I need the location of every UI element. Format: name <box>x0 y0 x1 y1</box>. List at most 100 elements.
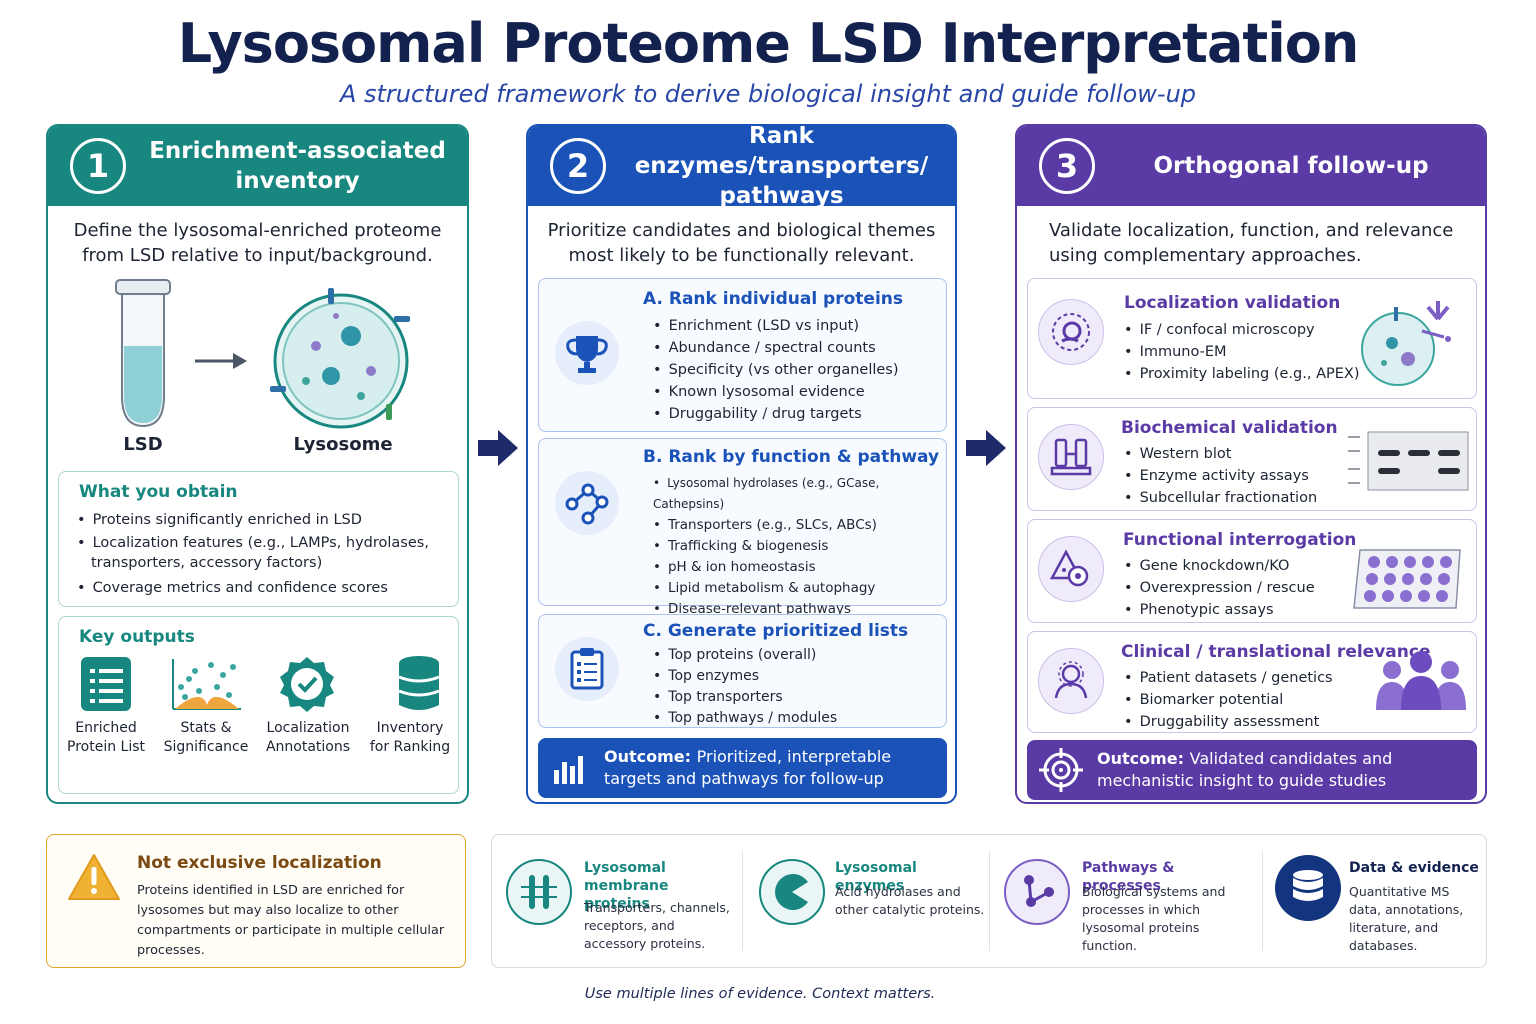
list-item: Lysosomal hydrolases (e.g., GCase, Cathe… <box>653 473 946 515</box>
list-item: pH & ion homeostasis <box>653 557 946 578</box>
lysosome-icon <box>270 288 410 429</box>
key-outputs-box: Key outputs Enriched Protein List Stats … <box>58 616 459 794</box>
panel-intro: Prioritize candidates and biological the… <box>547 220 936 266</box>
network-icon <box>555 471 619 535</box>
box-title: Functional interrogation <box>1123 530 1357 550</box>
panel-rank: 2 Rank enzymes/transporters/ pathways Pr… <box>526 124 957 804</box>
panel-intro: Validate localization, function, and rel… <box>1049 220 1454 266</box>
antibody-cell-icon <box>1361 301 1451 386</box>
list-item: Transporters (e.g., SLCs, ABCs) <box>653 515 946 536</box>
panel-orthogonal-follow-up: 3 Orthogonal follow-up Validate localiza… <box>1015 124 1487 804</box>
legend-title: Lysosomal membrane proteins <box>584 860 669 912</box>
box-title: Biochemical validation <box>1121 418 1338 438</box>
list-item: Biomarker potential <box>1124 689 1333 711</box>
box-title: B. Rank by function & pathway <box>643 447 940 467</box>
output-label-enriched-protein-list: Enriched Protein List <box>67 720 145 755</box>
list-item: Proteins significantly enriched in LSD <box>77 510 447 530</box>
panel-title: Rank enzymes/transporters/ pathways <box>634 124 929 209</box>
legend-text: Biological systems and processes in whic… <box>1082 884 1226 953</box>
well-plate-icon <box>1353 549 1461 609</box>
database-icon <box>1275 855 1341 921</box>
legend-item-enzymes: Lysosomal enzymes Acid hydrolases and ot… <box>743 835 989 967</box>
output-label-stats: Stats & Significance <box>163 720 249 755</box>
rank-function-list: Lysosomal hydrolases (e.g., GCase, Cathe… <box>653 473 946 620</box>
outcome-text: Outcome: Validated candidates and mechan… <box>1097 749 1393 790</box>
list-item: Localization features (e.g., LAMPs, hydr… <box>77 533 447 573</box>
trophy-icon <box>555 321 619 385</box>
target-icon <box>1039 748 1083 792</box>
badge-check-icon <box>280 657 334 712</box>
volcano-plot-icon <box>172 659 241 710</box>
outcome-banner: Outcome: Prioritized, interpretable targ… <box>538 738 947 798</box>
panel-title: Orthogonal follow-up <box>1153 153 1429 179</box>
label-lsd: LSD <box>123 434 163 455</box>
footer-note: Use multiple lines of evidence. Context … <box>584 986 936 1002</box>
page-title: Lysosomal Proteome LSD Interpretation <box>177 12 1360 75</box>
outcome-banner: Outcome: Validated candidates and mechan… <box>1027 740 1477 800</box>
enzyme-pacman-icon <box>759 859 825 925</box>
localization-validation-box: Localization validation IF / confocal mi… <box>1027 278 1477 399</box>
caveat-text: Proteins identified in LSD are enriched … <box>137 883 445 958</box>
rank-proteins-box: A. Rank individual proteins Enrichment (… <box>538 278 947 432</box>
output-label-localization: Localization Annotations <box>265 720 351 755</box>
clinical-list: Patient datasets / genetics Biomarker po… <box>1124 667 1333 733</box>
list-icon <box>81 657 131 711</box>
list-item: Known lysosomal evidence <box>653 381 899 403</box>
clipboard-icon <box>555 637 619 701</box>
database-icon <box>398 656 440 710</box>
functional-interrogation-box: Functional interrogation Gene knockdown/… <box>1027 519 1477 623</box>
legend-title: Pathways & processes <box>1082 860 1175 894</box>
box-title: C. Generate prioritized lists <box>643 621 909 641</box>
list-item: Overexpression / rescue <box>1124 577 1315 599</box>
list-item: Trafficking & biogenesis <box>653 536 946 557</box>
page-subtitle: A structured framework to derive biologi… <box>339 80 1197 108</box>
list-item: Top pathways / modules <box>653 708 837 729</box>
what-you-obtain-box: What you obtain Proteins significantly e… <box>58 471 459 607</box>
list-item: Coverage metrics and confidence scores <box>77 578 447 598</box>
box-title: Clinical / translational relevance <box>1121 642 1431 662</box>
functional-list: Gene knockdown/KO Overexpression / rescu… <box>1124 555 1315 621</box>
flow-arrow-icon <box>966 430 1006 466</box>
membrane-protein-icon <box>506 859 572 925</box>
box-title: Localization validation <box>1124 293 1341 313</box>
bar-chart-icon <box>554 756 583 784</box>
prioritized-lists-box: C. Generate prioritized lists Top protei… <box>538 614 947 728</box>
output-label-inventory: Inventory for Ranking <box>369 720 451 755</box>
panel-enrichment-inventory: 1 Enrichment-associated inventory Define… <box>46 124 469 804</box>
step-number: 2 <box>550 138 606 194</box>
list-item: Top enzymes <box>653 666 837 687</box>
list-item: Druggability / drug targets <box>653 403 899 425</box>
pathway-node-icon <box>1004 859 1070 925</box>
list-item: Patient datasets / genetics <box>1124 667 1333 689</box>
step-number: 3 <box>1039 138 1095 194</box>
panel-header: 2 Rank enzymes/transporters/ pathways <box>528 124 955 209</box>
legend-box: Lysosomal membrane proteins Transporters… <box>491 834 1487 968</box>
list-item: IF / confocal microscopy <box>1124 319 1360 341</box>
step-number: 1 <box>70 138 126 194</box>
biochemical-validation-box: Biochemical validation Western blot Enzy… <box>1027 407 1477 511</box>
panel-title: Enrichment-associated inventory <box>149 138 446 194</box>
box-title: What you obtain <box>79 482 238 502</box>
caveat-box: Not exclusive localization Proteins iden… <box>46 834 466 968</box>
localization-list: IF / confocal microscopy Immuno-EM Proxi… <box>1124 319 1360 385</box>
list-item: Phenotypic assays <box>1124 599 1315 621</box>
panel-intro: Define the lysosomal-enriched proteome f… <box>73 220 442 266</box>
list-item: Enrichment (LSD vs input) <box>653 315 899 337</box>
rank-function-box: B. Rank by function & pathway Lysosomal … <box>538 438 947 617</box>
list-item: Top proteins (overall) <box>653 645 837 666</box>
legend-text: Transporters, channels, receptors, and a… <box>584 900 730 951</box>
list-item: Druggability assessment <box>1124 711 1333 733</box>
list-item: Disease-relevant pathways <box>653 599 946 620</box>
people-group-icon <box>1376 651 1466 710</box>
outcome-text: Outcome: Prioritized, interpretable targ… <box>604 747 892 788</box>
panel-header: 1 Enrichment-associated inventory <box>48 126 467 206</box>
list-item: Lipid metabolism & autophagy <box>653 578 946 599</box>
microscope-icon <box>1038 299 1104 365</box>
biohazard-gear-icon <box>1038 536 1104 602</box>
box-title: Key outputs <box>79 627 195 647</box>
legend-title: Lysosomal enzymes <box>835 860 917 894</box>
legend-item-membrane-proteins: Lysosomal membrane proteins Transporters… <box>492 835 742 967</box>
label-lysosome: Lysosome <box>293 434 393 455</box>
legend-item-data-evidence: Data & evidence Quantitative MS data, an… <box>1263 835 1486 967</box>
legend-text: Quantitative MS data, annotations, liter… <box>1349 884 1464 953</box>
